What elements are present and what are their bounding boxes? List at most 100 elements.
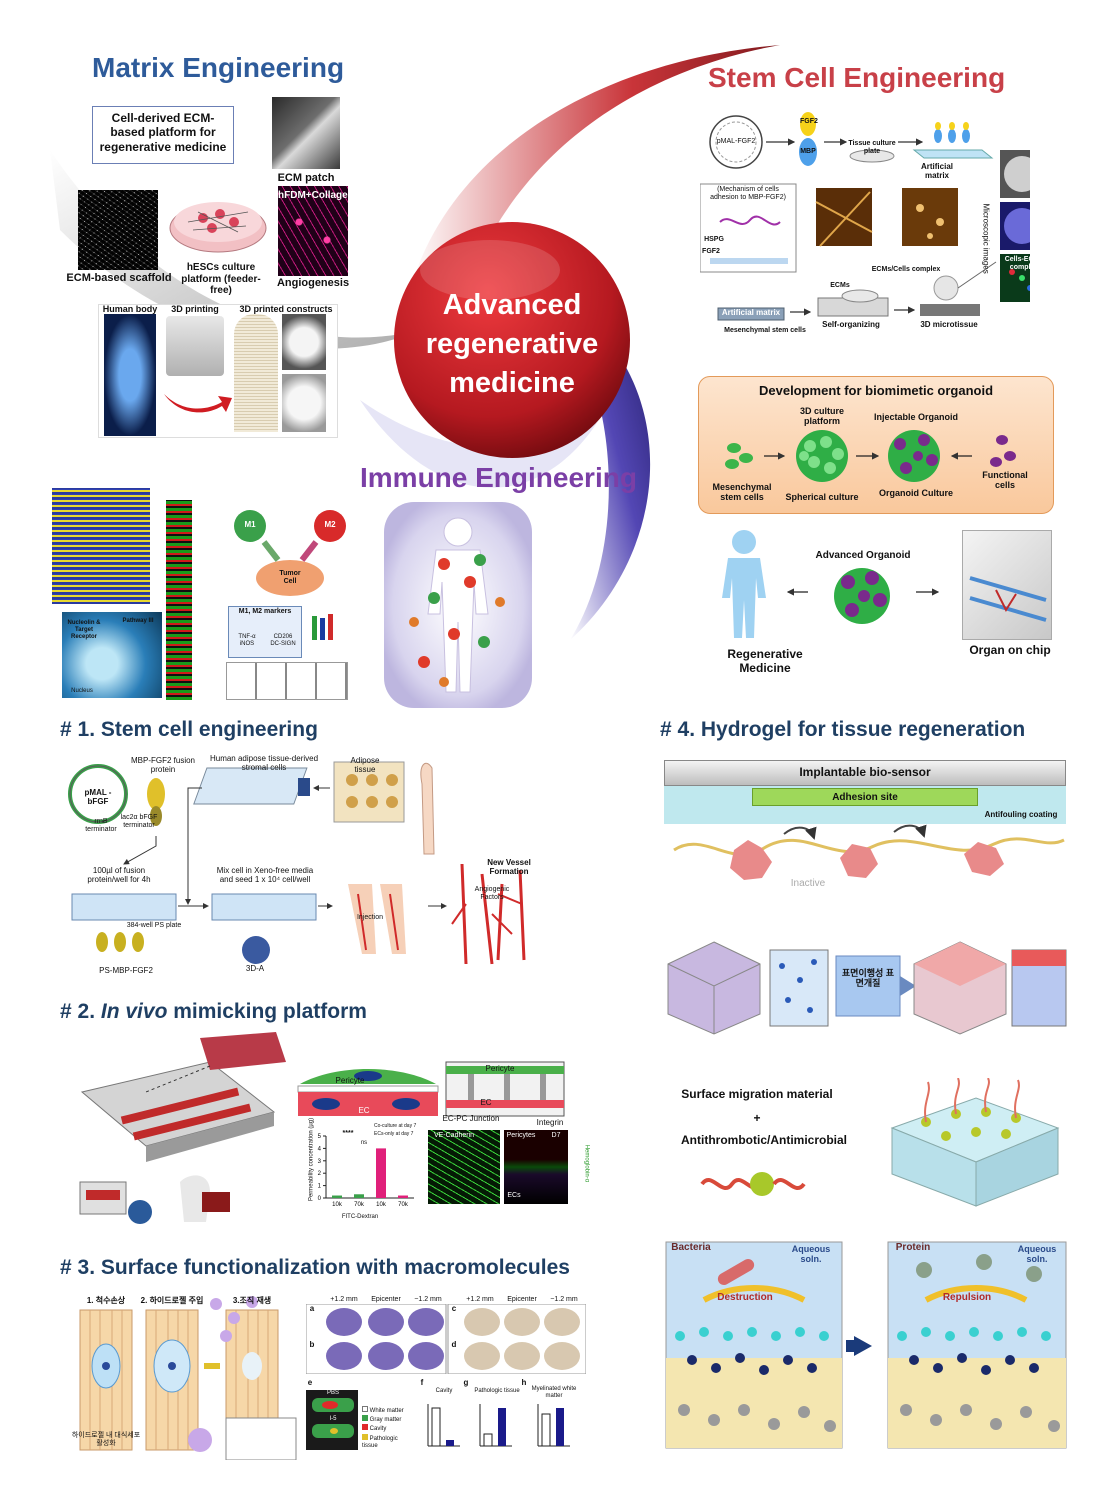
chart-y-tick-label: 3: [318, 1159, 322, 1165]
pericyte-ec-diagram: [297, 1069, 439, 1116]
artificial-matrix-label: Artificial matrix: [721, 308, 781, 317]
sensor-label: Implantable bio-sensor: [799, 765, 931, 779]
korean-label: 표면이행성 표면개질: [841, 968, 895, 989]
scaffold-label: ECM-based scaffold: [66, 272, 172, 284]
scaffold-image: [78, 190, 158, 270]
printed-construct-image-3: [282, 374, 326, 432]
g-title: Pathologic tissue: [474, 1388, 520, 1394]
d7-label: D7: [551, 1132, 561, 1139]
center-line2: regenerative: [425, 327, 599, 360]
chart-y-tick-label: 4: [318, 1146, 322, 1152]
organoid-culture-label: Organoid Culture: [879, 488, 953, 498]
organ-chip-label: Organ on chip: [969, 643, 1051, 657]
msc-label: Mesenchymal stem cells: [724, 327, 806, 334]
antimicrobial-diagram: [665, 1241, 1067, 1449]
legend-white: White matter: [362, 1406, 410, 1415]
plasmid-icon: [709, 115, 763, 169]
inactive-label: Inactive: [790, 878, 826, 889]
chart-bar: [332, 1195, 342, 1198]
s3-mini-bars: [427, 1404, 570, 1447]
regen-medicine-label: Regenerative Medicine: [727, 647, 803, 675]
s1-3da-label: 3D-A: [245, 964, 265, 973]
human-body-label: Human body: [102, 304, 158, 314]
ecms-label: ECMs: [830, 282, 850, 289]
red-arrow-icon: [164, 394, 232, 413]
fgf2-label: FGF2: [800, 118, 818, 125]
matrix-title: Matrix Engineering: [92, 52, 345, 83]
antifouling-label: Antifouling coating: [984, 810, 1058, 819]
panel-g: g: [463, 1378, 469, 1387]
stem-matrix-label: Artificial matrix: [920, 162, 953, 181]
fgf2b-label: FGF2: [702, 248, 720, 255]
human-body-image: [104, 314, 156, 436]
s1-adipose-label: Adipose tissue: [350, 756, 380, 775]
tumor-diagram: [234, 510, 346, 596]
hfdm-label: hFDM+Collagen: [278, 190, 354, 201]
matrix-platform-text: Cell-derived ECM-based platform for rege…: [99, 111, 227, 154]
panel-a: a: [309, 1304, 315, 1313]
center-line1: Advanced: [442, 289, 582, 321]
chart-bar: [398, 1195, 408, 1198]
mechanism-label: (Mechanism of cells adhesion to MBP-FGF2…: [710, 186, 786, 202]
panel-c: c: [451, 1304, 457, 1313]
hspg-label: HSPG: [704, 236, 724, 243]
col3-label: −1.2 mm: [414, 1296, 442, 1303]
aqueous2-label: Aqueous soln.: [1017, 1244, 1057, 1265]
tnf-label: TNF-α iNOS: [238, 634, 256, 647]
s2-pericyte2-label: Pericyte: [485, 1064, 515, 1073]
vecad-label: VE-Cadherin: [433, 1132, 475, 1139]
step1-label: 1. 척수손상: [86, 1296, 126, 1305]
chart-y-tick-label: 5: [318, 1134, 322, 1140]
adhesion-box: [752, 788, 978, 806]
s1-angio-label: Angiogenic Factors: [474, 886, 510, 902]
cell-render-image: [62, 612, 162, 698]
aqueous1-label: Aqueous soln.: [791, 1244, 831, 1265]
s2-title-post: mimicking platform: [167, 1000, 367, 1023]
s1-mix-label: Mix cell in Xeno-free media and seed 1 x…: [216, 866, 314, 885]
panel-b: b: [309, 1340, 315, 1349]
sensor-bar: [664, 760, 1066, 786]
blue-swirl: [570, 330, 651, 640]
ecm-patch-image: [272, 97, 340, 169]
s3-title: # 3. Surface functionalization with macr…: [60, 1256, 570, 1279]
matrix-platform-box: Cell-derived ECM-based platform for rege…: [92, 106, 234, 164]
junction-diagram: [445, 1061, 565, 1117]
polymer-icon: [700, 1172, 806, 1196]
stem-diagram: [700, 112, 1030, 321]
i5-e-label: I-5: [329, 1416, 337, 1422]
angiogenesis-label: Angiogenesis: [276, 277, 350, 289]
chart-sig: ****: [342, 1130, 354, 1137]
migration-label: Surface migration material: [681, 1087, 833, 1101]
s2-title: # 2. In vivo mimicking platform: [60, 1000, 367, 1024]
hemo-label: Hemoglobin-α: [583, 1144, 590, 1183]
s2-pericyte-label: Pericyte: [335, 1076, 365, 1085]
s1-fusion-label: MBP-FGF2 fusion protein: [130, 756, 195, 775]
s2-integrin-label: Integrin: [536, 1118, 564, 1127]
pericytes-image: [504, 1130, 568, 1204]
legend-gray: Gray matter: [362, 1415, 410, 1424]
nucleolin-label: Nucleolin & Target Receptor: [67, 620, 101, 640]
ecs-label: ECs: [507, 1192, 521, 1199]
legend-white-text: White matter: [369, 1408, 404, 1414]
s1-lac-label: lac2α bFGF terminator: [120, 814, 158, 830]
panel-f: f: [420, 1378, 424, 1387]
constructs-label: 3D printed constructs: [239, 304, 333, 314]
s2-ec-label: EC: [358, 1106, 370, 1115]
antithrombotic-label: Antithrombotic/Antimicrobial: [681, 1133, 847, 1147]
chart-bars: [332, 1148, 408, 1198]
chart-y-tick-label: 2: [318, 1171, 322, 1177]
s1-ps-label: PS-MBP-FGF2: [99, 966, 153, 975]
s2-title-pre: # 2.: [60, 1000, 101, 1023]
m2-label: M2: [324, 520, 336, 529]
s2-ec2-label: EC: [480, 1098, 492, 1107]
advanced-organoid-icon: [786, 568, 940, 624]
pbs-e-label: PBS: [326, 1390, 339, 1396]
panel-d: d: [451, 1340, 457, 1349]
cells-ecm-label: Cells-ECMs complex: [1004, 256, 1044, 272]
ecm-patch-label: ECM patch: [277, 172, 335, 184]
heatmap-image: [52, 488, 150, 604]
advanced-organoid-label: Advanced Organoid: [815, 550, 911, 561]
col4-label: +1.2 mm: [466, 1296, 494, 1303]
immune-title: Immune Engineering: [360, 462, 637, 493]
